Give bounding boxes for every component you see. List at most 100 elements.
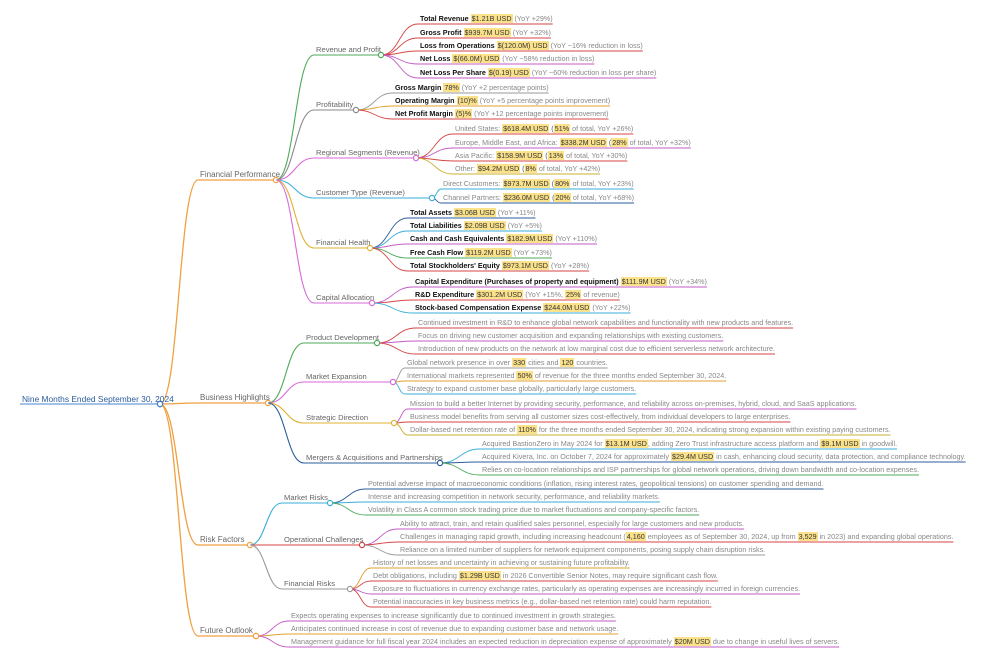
highlight-value: 80% bbox=[554, 179, 571, 188]
leaf-item[interactable]: Capital Expenditure (Purchases of proper… bbox=[415, 277, 707, 287]
leaf-text: (YoY +5 percentage points improvement) bbox=[477, 96, 611, 105]
child-label[interactable]: Mergers & Acquisitions and Partnerships bbox=[306, 453, 443, 462]
leaf-item[interactable]: History of net losses and uncertainty in… bbox=[373, 558, 630, 568]
child-label[interactable]: Operational Challenges bbox=[284, 535, 364, 544]
leaf-connector bbox=[369, 243, 409, 249]
child-label[interactable]: Capital Allocation bbox=[316, 293, 375, 302]
child-toggle[interactable] bbox=[366, 244, 374, 252]
highlight-value: 25% bbox=[565, 290, 582, 299]
leaf-item[interactable]: Total Assets $3.06B USD (YoY +11%) bbox=[410, 208, 536, 218]
leaf-item[interactable]: Potential inaccuracies in key business m… bbox=[373, 597, 711, 607]
leaf-item[interactable]: Europe, Middle East, and Africa: $338.2M… bbox=[455, 138, 691, 148]
leaf-item[interactable]: Mission to build a better Internet by pr… bbox=[410, 399, 857, 409]
branch-label-3[interactable]: Future Outlook bbox=[200, 626, 253, 635]
child-label[interactable]: Customer Type (Revenue) bbox=[316, 188, 405, 197]
branch-label-2[interactable]: Risk Factors bbox=[200, 535, 245, 544]
child-label[interactable]: Market Expansion bbox=[306, 372, 367, 381]
child-toggle[interactable] bbox=[326, 499, 334, 507]
leaf-connector bbox=[415, 133, 454, 159]
highlight-value: $(120.0M) USD bbox=[496, 41, 549, 50]
leaf-item[interactable]: Total Stockholders' Equity $973.1M USD (… bbox=[410, 261, 589, 271]
leaf-item[interactable]: Debt obligations, including $1.29B USD i… bbox=[373, 571, 718, 581]
child-label[interactable]: Strategic Direction bbox=[306, 413, 369, 422]
leaf-item[interactable]: Gross Profit $939.7M USD (YoY +32%) bbox=[420, 28, 551, 38]
leaf-item[interactable]: Reliance on a limited number of supplier… bbox=[400, 545, 765, 555]
leaf-item[interactable]: Challenges in managing rapid growth, inc… bbox=[400, 532, 953, 542]
leaf-item[interactable]: United States: $618.4M USD (51% of total… bbox=[455, 124, 633, 134]
child-label[interactable]: Financial Health bbox=[316, 238, 371, 247]
leaf-item[interactable]: Expects operating expenses to increase s… bbox=[291, 611, 616, 621]
leaf-item[interactable]: Intense and increasing competition in ne… bbox=[368, 492, 660, 502]
child-toggle[interactable] bbox=[358, 541, 366, 549]
leaf-item[interactable]: Potential adverse impact of macroeconomi… bbox=[368, 479, 823, 489]
child-toggle[interactable] bbox=[436, 459, 444, 467]
branch-label-1[interactable]: Business Highlights bbox=[200, 393, 270, 402]
leaf-item[interactable]: Free Cash Flow $119.2M USD (YoY +73%) bbox=[410, 248, 552, 258]
leaf-item[interactable]: Continued investment in R&D to enhance g… bbox=[418, 318, 793, 328]
leaf-item[interactable]: R&D Expenditure $301.2M USD (YoY +15%, 2… bbox=[415, 290, 620, 300]
child-toggle[interactable] bbox=[390, 419, 398, 427]
leaf-item[interactable]: Net Loss $(66.0M) USD (YoY ~58% reductio… bbox=[420, 54, 594, 64]
highlight-value: $2.09B USD bbox=[463, 221, 506, 230]
leaf-item[interactable]: Other: $94.2M USD (8% of total, YoY +42%… bbox=[455, 164, 600, 174]
leaf-item[interactable]: Dollar-based net retention rate of 110% … bbox=[410, 425, 891, 435]
leaf-item[interactable]: Exposure to fluctuations in currency exc… bbox=[373, 584, 800, 594]
leaf-item[interactable]: Volatility in Class A common stock tradi… bbox=[368, 505, 699, 515]
leaf-item[interactable]: Net Loss Per Share $(0.19) USD (YoY ~60%… bbox=[420, 68, 656, 78]
branch-connector bbox=[159, 403, 199, 637]
child-toggle[interactable] bbox=[428, 194, 436, 202]
leaf-item[interactable]: Operating Margin (10)% (YoY +5 percentag… bbox=[395, 96, 610, 106]
leaf-item[interactable]: Strategy to expand customer base globall… bbox=[407, 384, 636, 394]
child-toggle[interactable] bbox=[373, 339, 381, 347]
child-label[interactable]: Regional Segments (Revenue) bbox=[316, 148, 420, 157]
child-label[interactable]: Product Development bbox=[306, 333, 380, 342]
leaf-connector bbox=[380, 54, 419, 79]
child-connector bbox=[275, 109, 315, 181]
leaf-item[interactable]: Net Profit Margin (5)% (YoY +12 percenta… bbox=[395, 109, 609, 119]
child-toggle[interactable] bbox=[377, 51, 385, 59]
leaf-item[interactable]: Business model benefits from serving all… bbox=[410, 412, 790, 422]
leaf-item[interactable]: Stock-based Compensation Expense $244.0M… bbox=[415, 303, 631, 313]
leaf-item[interactable]: Cash and Cash Equivalents $182.9M USD (Y… bbox=[410, 234, 597, 244]
branch-label-0[interactable]: Financial Performance bbox=[200, 170, 281, 179]
root-node-label[interactable]: Nine Months Ended September 30, 2024 bbox=[22, 394, 174, 404]
child-connector bbox=[267, 402, 305, 464]
leaf-item[interactable]: Relies on co-location relationships and … bbox=[482, 465, 919, 475]
child-toggle[interactable] bbox=[368, 299, 376, 307]
highlight-value: $20M USD bbox=[673, 637, 711, 646]
leaf-item[interactable]: Management guidance for full fiscal year… bbox=[291, 637, 839, 647]
leaf-item[interactable]: Direct Customers: $973.7M USD (80% of to… bbox=[443, 179, 634, 189]
child-toggle[interactable] bbox=[352, 106, 360, 114]
child-toggle[interactable] bbox=[346, 585, 354, 593]
child-label[interactable]: Revenue and Profit bbox=[316, 45, 382, 54]
leaf-item[interactable]: Ability to attract, train, and retain qu… bbox=[400, 519, 744, 529]
child-label[interactable]: Profitability bbox=[316, 100, 354, 109]
leaf-text: , adding Zero Trust infrastructure acces… bbox=[647, 439, 821, 448]
leaf-item[interactable]: Total Liabilities $2.09B USD (YoY +5%) bbox=[410, 221, 542, 231]
leaf-item[interactable]: Loss from Operations $(120.0M) USD (YoY … bbox=[420, 41, 643, 51]
leaf-item[interactable]: Gross Margin 78% (YoY +2 percentage poin… bbox=[395, 83, 549, 93]
child-toggle[interactable] bbox=[412, 154, 420, 162]
leaf-item[interactable]: Acquired BastionZero in May 2024 for $13… bbox=[482, 439, 897, 449]
leaf-item[interactable]: Anticipates continued increase in cost o… bbox=[291, 624, 618, 634]
metric-name: Total Assets bbox=[410, 208, 452, 217]
leaf-item[interactable]: Acquired Kivera, Inc. on October 7, 2024… bbox=[482, 452, 966, 462]
leaf-item[interactable]: Total Revenue $1.21B USD (YoY +29%) bbox=[420, 14, 553, 24]
leaf-item[interactable]: Introduction of new products on the netw… bbox=[418, 344, 775, 354]
child-label[interactable]: Market Risks bbox=[284, 493, 328, 502]
child-toggle[interactable] bbox=[389, 378, 397, 386]
root-toggle[interactable] bbox=[156, 400, 164, 408]
branch-toggle-3[interactable] bbox=[252, 632, 260, 640]
leaf-item[interactable]: Channel Partners: $236.0M USD (20% of to… bbox=[443, 193, 634, 203]
leaf-item[interactable]: International markets represented 50% of… bbox=[407, 371, 726, 381]
child-label[interactable]: Financial Risks bbox=[284, 579, 336, 588]
leaf-item[interactable]: Global network presence in over 330 citi… bbox=[407, 358, 608, 368]
leaf-text: Intense and increasing competition in ne… bbox=[368, 492, 660, 501]
leaf-item[interactable]: Focus on driving new customer acquisitio… bbox=[418, 331, 723, 341]
leaf-text: Business model benefits from serving all… bbox=[410, 412, 791, 421]
child-connector bbox=[275, 179, 315, 199]
leaf-item[interactable]: Asia Pacific: $158.9M USD (13% of total,… bbox=[455, 151, 627, 161]
highlight-value: $338.2M USD bbox=[559, 138, 607, 147]
child-connector bbox=[267, 381, 305, 404]
leaf-connector bbox=[349, 567, 372, 590]
